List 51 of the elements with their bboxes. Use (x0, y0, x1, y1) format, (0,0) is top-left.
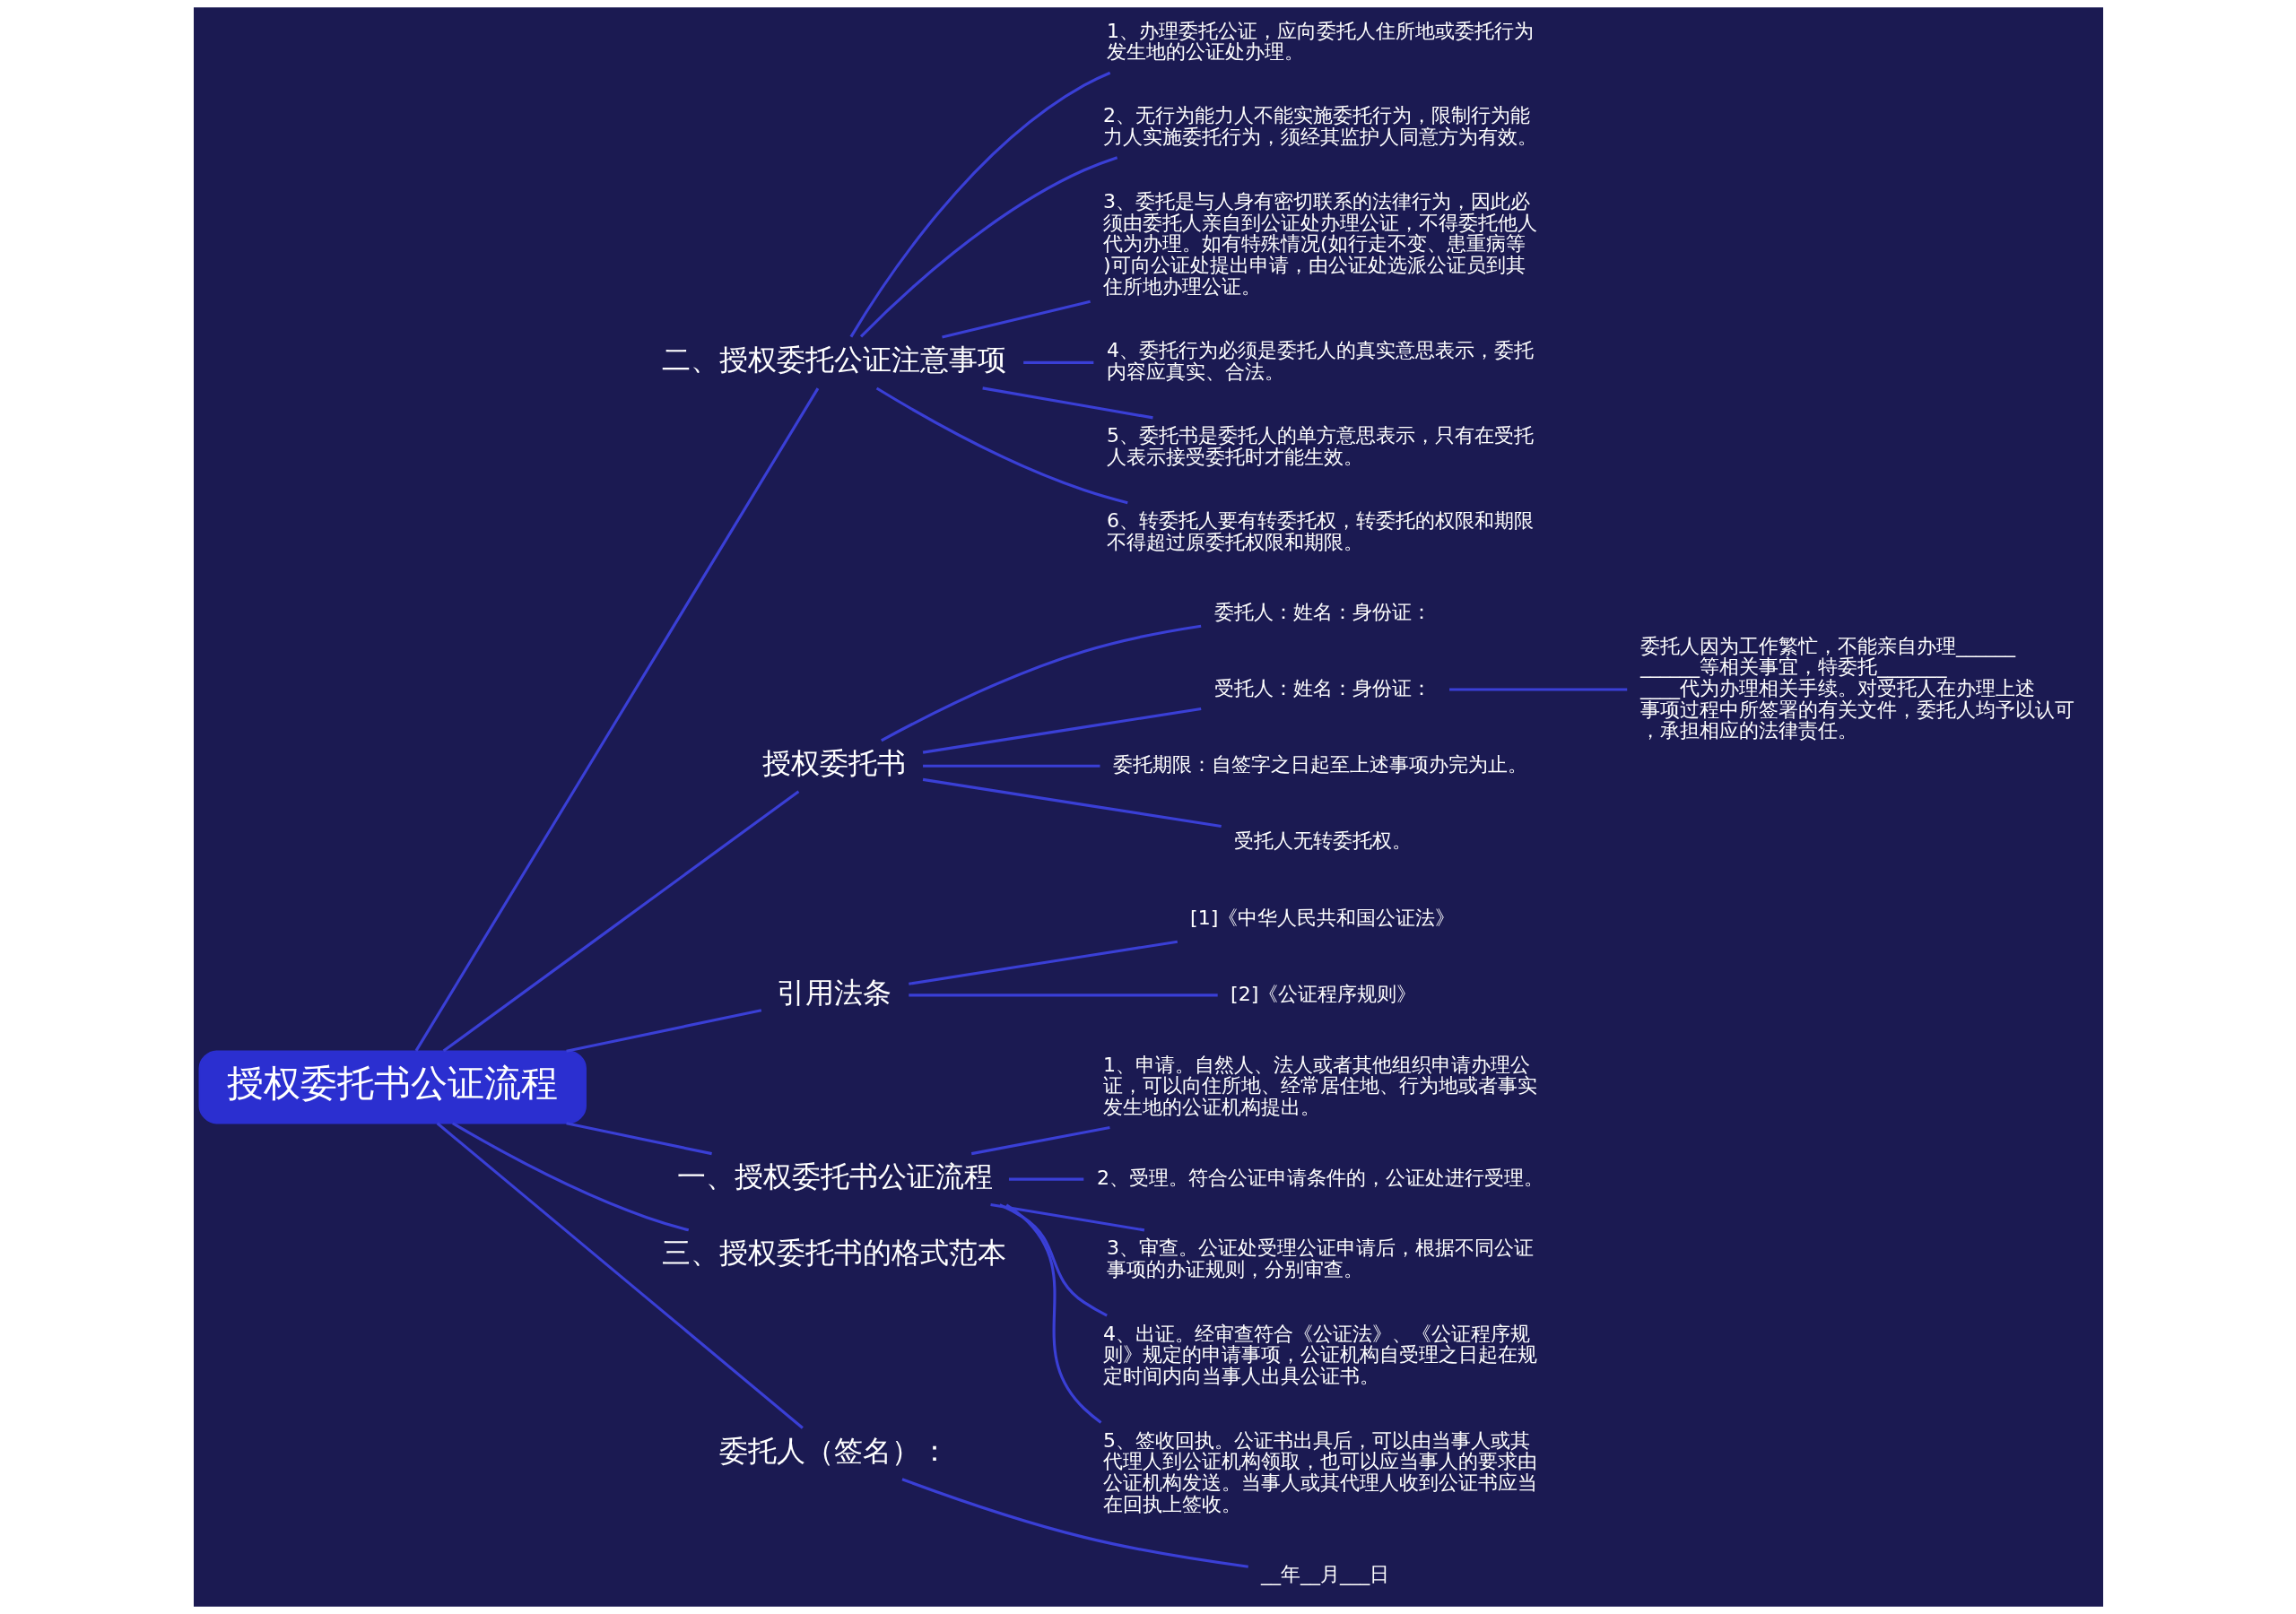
connector (922, 707, 1201, 754)
node-text: 3、审查。公证处受理公证申请后，根据不同公证事项的办证规则，分别审查。 (1106, 1236, 1534, 1280)
node-text: 3、委托是与人身有密切联系的法律行为，因此必须由委托人亲自到公证处办理公证，不得委托他人代为办理。如有特殊情况(如行走不变、患重病等)可向公证处提出申请，由公证处选派公证员到其住所地办理公证。 (1102, 188, 1537, 298)
node-text: __年__月___日 (1260, 1561, 1389, 1585)
node-text: 引用法条 (776, 976, 891, 1009)
connector (414, 387, 819, 1052)
connector (970, 1126, 1110, 1156)
connector (1004, 1203, 1101, 1424)
node-text: 三、授权委托书的格式范本 (661, 1237, 1006, 1270)
node-text: 受托人：姓名：身份证： (1213, 675, 1431, 699)
connector (849, 71, 1110, 338)
node-text: 1、办理委托公证，应向委托人住所地或委托行为发生地的公证处办理。 (1106, 18, 1534, 64)
connector (989, 1203, 1144, 1232)
connector (1448, 688, 1627, 691)
connector (941, 299, 1091, 339)
connector (1022, 360, 1093, 364)
node-text: [2]《公证程序规则》 (1230, 981, 1416, 1005)
node-text: 受托人无转委托权。 (1233, 829, 1412, 853)
node-text: 5、委托书是委托人的单方意思表示，只有在受托人表示接受委托时才能生效。 (1106, 423, 1534, 468)
connector (998, 1203, 1108, 1317)
node-text: 二、授权委托公证注意事项 (661, 343, 1006, 377)
node-text: 4、出证。经审查符合《公证法》、《公证程序规则》规定的申请事项，公证机构自受理之日起在规定时间内向当事人出具公证书。 (1102, 1321, 1537, 1387)
node-text: 委托人（签名）： (718, 1435, 949, 1468)
connector (859, 156, 1118, 338)
connector (565, 1122, 712, 1156)
connector (436, 1122, 804, 1429)
connector (981, 386, 1153, 420)
connector (908, 994, 1218, 997)
node-text: 1、申请。自然人、法人或者其他组织申请办理公证，可以向住所地、经常居住地、行为地或者事实发生地的公证机构提出。 (1102, 1052, 1537, 1118)
node-text: 委托人因为工作繁忙，不能亲自办理____________等相关事宜，特委托___________代为办理相关手续。对受托人在办理上述事项过程中所签署的有关文件，委托人均予以认可，承担相应的法律责任。 (1639, 633, 2074, 742)
connector (908, 940, 1178, 985)
node-text: 2、受理。符合公证申请条件的，公证处进行受理。 (1096, 1165, 1544, 1189)
node-text: 4、委托行为必须是委托人的真实意思表示，委托内容应真实、合法。 (1106, 338, 1534, 384)
connector (1008, 1177, 1083, 1181)
connector (451, 1122, 689, 1232)
connector (875, 386, 1128, 505)
connector (900, 1478, 1248, 1568)
node-box: 授权委托书公证流程 (198, 1050, 587, 1124)
node-text: 2、无行为能力人不能实施委托行为，限制行为能力人实施委托行为，须经其监护人同意方为有效。 (1102, 103, 1537, 149)
node-text: 5、签收回执。公证书出具后，可以由当事人或其代理人到公证机构领取，也可以应当事人的要求由公证机构发送。当事人或其代理人收到公证书应当在回执上签收。 (1102, 1427, 1537, 1515)
node-text: 委托人：姓名：身份证： (1213, 599, 1431, 623)
connector (922, 764, 1100, 768)
node-text: [1]《中华人民共和国公证法》 (1189, 905, 1455, 929)
connector (565, 1009, 761, 1053)
connector (442, 790, 799, 1053)
connector (922, 777, 1222, 829)
node-text: 一、授权委托书公证流程 (676, 1159, 993, 1193)
node-text: 6、转委托人要有转委托权，转委托的权限和期限不得超过原委托权限和期限。 (1106, 508, 1534, 553)
node-text: 委托期限：自签字之日起至上述事项办完为止。 (1112, 752, 1527, 777)
connector (880, 624, 1201, 742)
node-text: 授权委托书 (761, 747, 906, 780)
